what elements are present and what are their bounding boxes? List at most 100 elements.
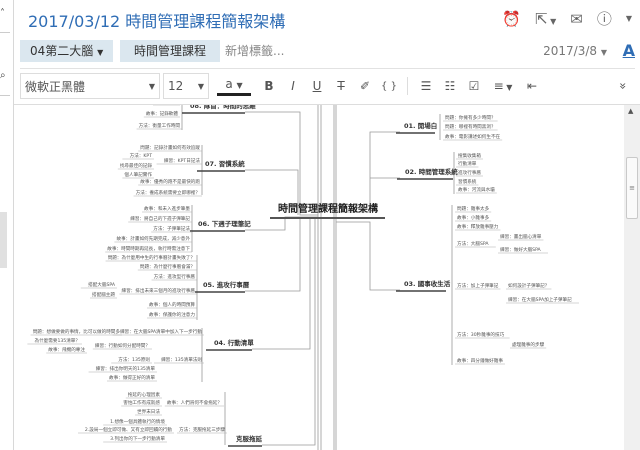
mind-map-leaf: 如何設計子彈筆記？: [508, 282, 549, 289]
notebook-name: 04第二大腦: [30, 44, 94, 58]
mind-map-leaf: 練習：畫出腦心清單: [500, 233, 542, 240]
mind-map-leaf: 故事：四分鐘做好雜事: [457, 357, 503, 364]
code-block-button[interactable]: { }: [381, 80, 397, 92]
checkbox-button[interactable]: ☑: [468, 79, 480, 93]
chevron-down-icon[interactable]: ▼: [547, 16, 557, 26]
mind-map-leaf: 故事：電影講述如何生不在: [445, 133, 501, 140]
mind-map-branch-b03: 03. 國事收生活: [404, 279, 451, 288]
mind-map-leaf: 方法：135原則: [118, 356, 150, 363]
mind-map-branch-b04: 04. 行動清單: [214, 338, 254, 347]
more-icon[interactable]: ▼: [625, 14, 632, 23]
chevron-down-icon: ▼: [503, 83, 513, 92]
bulleted-list-button[interactable]: ☰: [420, 79, 432, 93]
mind-map-leaf: 處理雜事的步驟: [512, 341, 545, 348]
mind-map-leaf: 3.列出你的下一步行動清單: [110, 435, 165, 442]
mind-map-leaf: 故事：飛機的專注: [48, 346, 85, 353]
mind-map-leaf: 行動清單: [458, 160, 477, 167]
mind-map-leaf: 練習：KPT日記法: [164, 157, 201, 164]
divider: [14, 104, 640, 105]
mind-map-leaf: 問題：哪裡有時間黑洞？: [445, 123, 496, 130]
mind-map-leaf: 練習：在大腦SPA清單中加入下一步行動: [120, 328, 202, 335]
mind-map-branch-b08: 08. 隊首：時間的思維: [190, 105, 256, 110]
mind-map-leaf: 為什麼需要135清單？: [34, 337, 80, 344]
mind-map-leaf: 故事：個人的時間預算: [149, 301, 195, 308]
mind-map-leaf: 問題：想做要做的事情，比可以做的時間多: [33, 328, 121, 335]
bold-button[interactable]: B: [264, 79, 274, 93]
tag-chip[interactable]: 時間管理課程: [120, 40, 221, 62]
mind-map-branch-b07: 07. 習慣系統: [205, 159, 245, 168]
sidebar: ˄ ⌕: [0, 0, 14, 450]
mind-map-leaf: 故事：計畫如何先期完成，減少意外: [116, 235, 190, 242]
mind-map-leaf: 方法：大腦SPA: [457, 240, 489, 247]
mind-map-leaf: 問題：為什麼行事曆會滿？: [140, 263, 195, 270]
mind-map-branch-b02: 02. 時間管理系統: [405, 167, 458, 176]
chevron-down-icon: ▼: [97, 48, 104, 57]
numbered-list-button[interactable]: ☷: [444, 79, 456, 93]
mind-map-leaf: 習慣系統: [458, 178, 477, 185]
chevron-down-icon: ▼: [600, 48, 607, 57]
more-tools-button[interactable]: »: [616, 82, 630, 90]
selected-note-indicator[interactable]: [0, 212, 7, 268]
mind-map-leaf: 練習：行動如何分配時間？: [95, 342, 150, 349]
scrollbar-thumb[interactable]: ≡: [626, 157, 638, 219]
mind-map-leaf: 故事：保護你的注意力: [149, 311, 195, 318]
mind-map-leaf: 方法：衡量工作時間: [139, 122, 181, 129]
mind-map-leaf: 故事：小雜事多: [457, 214, 490, 221]
font-size-select[interactable]: 12 ▼: [163, 73, 209, 99]
mind-map-leaf: 搜集收集箱: [458, 152, 481, 159]
mind-map-leaf: 故事：記錄軟體: [146, 110, 179, 117]
mind-map-leaf: 個人筆記實作: [124, 171, 152, 178]
font-family-select[interactable]: 微軟正黑體 ▼: [20, 73, 160, 99]
mind-map-leaf: 搭配腦主題: [92, 291, 115, 298]
note-title[interactable]: 2017/03/12 時間管理課程簡報架構: [28, 12, 286, 31]
mind-map-image: 時間管理課程簡報架構 08. 隊首：時間的思維Toggl故事：記錄軟體方法：衡量…: [27, 105, 579, 450]
notebook-selector[interactable]: 04第二大腦 ▼: [20, 40, 114, 62]
scroll-up-icon[interactable]: ▲: [628, 107, 634, 115]
mind-map-leaf: 方法：30秒雜事的技巧: [457, 331, 505, 338]
connector-lines: [181, 105, 455, 450]
share-icon[interactable]: ⇱ ▼: [534, 9, 557, 28]
align-icon: ≡: [493, 79, 504, 93]
reminder-icon[interactable]: ⏰: [502, 9, 521, 28]
info-icon[interactable]: ⓘ: [596, 10, 612, 28]
formatting-toolbar: 微軟正黑體 ▼ 12 ▼ a ▼ B I U T ✐ { } ☰ ☷ ☑ ≡ ▼ ⇤…: [20, 72, 635, 100]
chevron-down-icon: ▼: [148, 81, 155, 91]
mind-map-branch-b09: 克服拖延: [235, 434, 263, 443]
vertical-scrollbar[interactable]: ▲ ≡: [624, 105, 640, 450]
highlight-button[interactable]: ✐: [359, 79, 371, 93]
chevron-down-icon: ▼: [197, 81, 204, 91]
mind-map-leaf: 故事：時間時期再延長，執行時需注意下: [107, 245, 190, 252]
outdent-button[interactable]: ⇤: [526, 79, 538, 93]
font-color-button[interactable]: a ▼: [217, 77, 251, 96]
mind-map-leaf: 練習：135清單法則: [161, 356, 202, 363]
divider: [20, 68, 635, 69]
mind-map-branch-b06: 06. 下週子理筆記: [198, 219, 251, 228]
mind-map-leaf: 拖延的心理因素: [128, 391, 161, 398]
divider: [0, 32, 10, 33]
search-icon[interactable]: ⌕: [0, 70, 6, 81]
add-tag-input[interactable]: 新增標籤...: [225, 44, 285, 58]
chevron-down-icon: ▼: [236, 80, 243, 90]
font-size-value: 12: [168, 79, 184, 93]
text-format-button[interactable]: A: [622, 41, 635, 60]
mind-map-leaf: 方法：加上子彈筆記: [457, 282, 499, 289]
divider: [407, 77, 408, 95]
email-icon[interactable]: ✉: [570, 9, 583, 28]
mind-map-leaf: 1.想像一個具體執行的情境: [110, 418, 165, 425]
align-button[interactable]: ≡ ▼: [486, 79, 520, 93]
mind-map-leaf: 進攻行事曆: [458, 169, 481, 176]
mind-map-leaf: 故事：做得正好的清單: [109, 374, 155, 381]
italic-button[interactable]: I: [291, 79, 295, 93]
mind-map-leaf: 世界末日法: [137, 408, 160, 415]
underline-button[interactable]: U: [312, 79, 322, 93]
mind-map-leaf: 害怕工作有成就感: [123, 399, 160, 406]
mind-map-leaf: 練習：將自己的下週子彈筆記: [130, 215, 190, 222]
mind-map-leaf: 搭配大腦SPA: [88, 281, 116, 288]
font-family-value: 微軟正黑體: [25, 79, 86, 94]
collapse-up-icon[interactable]: ˄: [0, 8, 5, 19]
mind-map-leaf: 故事：人們爲何不會拖延？: [167, 399, 222, 406]
mind-map-leaf: 故事：和未入進步筆墨: [144, 205, 190, 212]
date-selector[interactable]: 2017/3/8 ▼: [543, 40, 607, 64]
divider: [0, 95, 10, 96]
strikethrough-button[interactable]: T: [337, 79, 345, 93]
